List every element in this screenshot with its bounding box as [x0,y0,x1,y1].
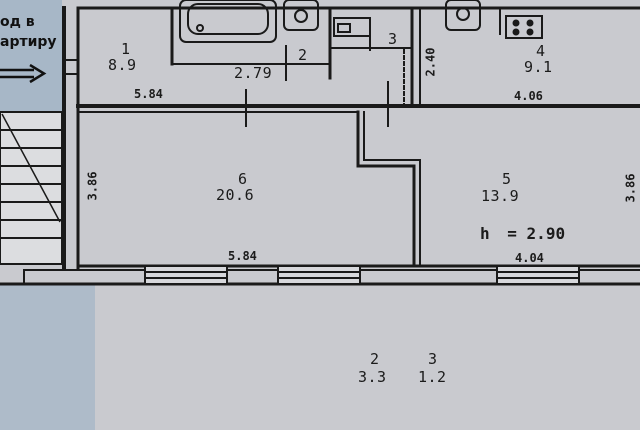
dim-hall-width: 5.84 [134,87,163,101]
entrance-line-2: артиру [0,34,57,51]
room-2-number: 2 [298,46,308,64]
room-1-number: 1 [121,40,131,58]
room-1-area: 8.9 [108,56,137,74]
balcony-3-area: 1.2 [418,368,447,386]
bathtub [179,0,277,43]
room-6-number: 6 [238,170,248,188]
entrance-door [64,59,78,75]
balcony-3-number: 3 [428,350,438,368]
room-6-area: 20.6 [216,186,255,204]
room-4-number: 4 [536,42,546,60]
staircase [0,111,63,265]
room-2-area: 2.79 [234,64,273,82]
room-5-area: 13.9 [481,187,520,205]
dim-bath-side: 2.40 [423,47,438,77]
entrance-line-1: од в [0,14,35,30]
balcony-2-area: 3.3 [358,368,387,386]
windows [144,265,580,285]
room-5-number: 5 [502,170,512,188]
kitchen-sink [445,0,481,31]
balcony-2-number: 2 [370,350,380,368]
room-3-number: 3 [388,30,398,48]
stove [505,15,543,39]
dim-room6-height: 3.86 [85,171,100,201]
entrance-arrow-icon [0,64,47,84]
dim-room5-side: 3.86 [623,173,638,203]
toilet [333,17,371,37]
dim-kitchen-width: 4.06 [514,89,543,103]
ceiling-height: h = 2.90 [480,226,565,242]
ceiling-height-value: = 2.90 [507,224,566,243]
ceiling-height-prefix: h [480,224,490,243]
entrance-label: од в артиру [0,12,62,53]
stairwell-lower [0,285,95,430]
sink [283,0,319,31]
room-4-area: 9.1 [524,58,553,76]
dim-room5-width: 4.04 [515,251,544,265]
dim-room6-width: 5.84 [228,249,257,263]
